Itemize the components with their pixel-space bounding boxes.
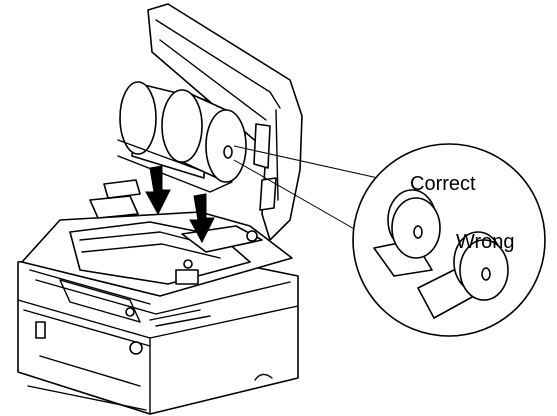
correct-label: Correct [410, 173, 476, 195]
wrong-label: Wrong [456, 231, 515, 253]
wrong-roll-illustration [417, 231, 509, 319]
correct-roll-illustration [373, 189, 441, 277]
magnified-detail: Correct Wrong [352, 143, 546, 337]
arrow-down-left-icon [145, 165, 171, 216]
leader-line-bottom [233, 159, 371, 239]
power-switch-icon[interactable] [35, 321, 46, 339]
feed-button-icon[interactable] [129, 341, 143, 355]
roll-core-icon [223, 145, 233, 159]
leader-line-top [233, 145, 379, 179]
paper-roll-front [117, 89, 247, 193]
printer-mechanism [21, 179, 293, 327]
arrow-down-right-icon [189, 193, 215, 244]
